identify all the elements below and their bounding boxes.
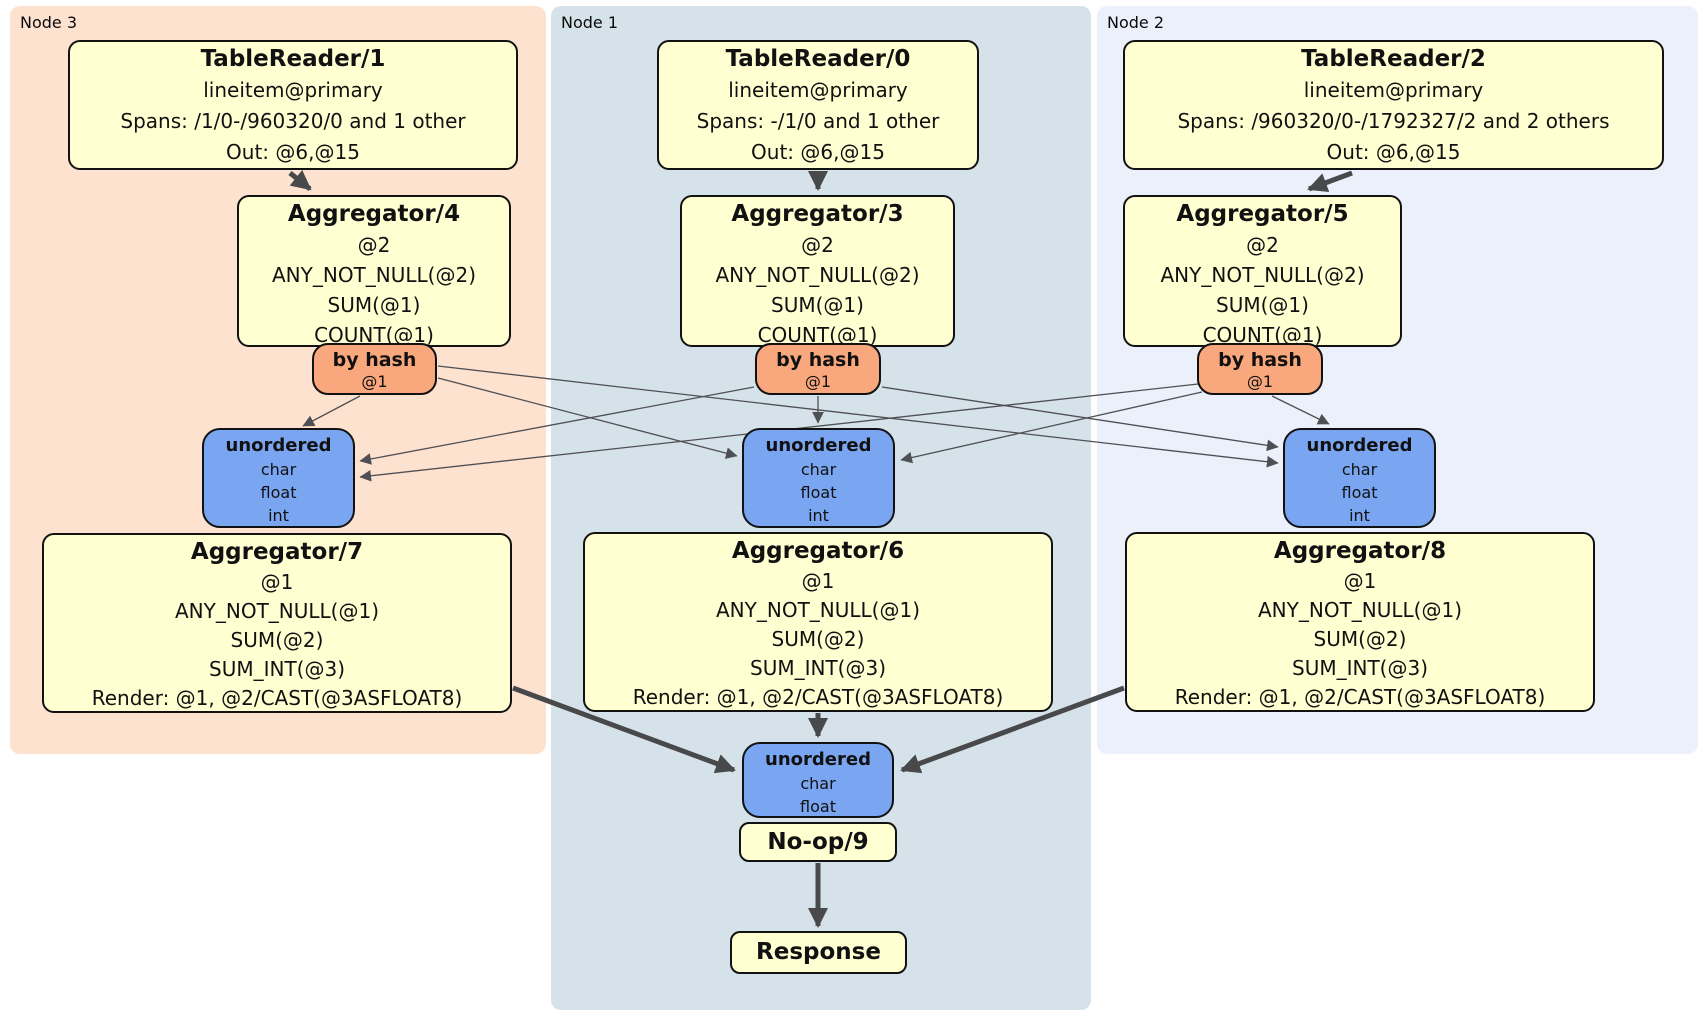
spans-label: Spans: /960320/0-/1792327/2 and 2 others xyxy=(1177,109,1610,133)
spans-label: Spans: /1/0-/960320/0 and 1 other xyxy=(120,109,466,133)
router-title: by hash xyxy=(332,349,417,371)
router-by-hash-node2: by hash @1 xyxy=(1197,343,1323,395)
edge-router1-sync3 xyxy=(359,386,755,465)
processor-title: Aggregator/6 xyxy=(731,538,905,564)
processor-aggregator-6: Aggregator/6 @1 ANY_NOT_NULL(@1) SUM(@2)… xyxy=(583,532,1053,712)
edge-router2-sync1 xyxy=(900,391,1203,464)
agg-fn: SUM(@1) xyxy=(327,293,421,317)
agg-fn: SUM_INT(@3) xyxy=(750,656,886,680)
sync-title: unordered xyxy=(765,435,872,456)
agg-fn: ANY_NOT_NULL(@2) xyxy=(715,263,920,287)
processor-tablereader-2: TableReader/2 lineitem@primary Spans: /9… xyxy=(1123,40,1664,170)
processor-title: Aggregator/7 xyxy=(190,539,364,565)
processor-title: No-op/9 xyxy=(767,829,869,855)
edge-aggregator8-final-sync xyxy=(900,685,1125,774)
processor-aggregator-4: Aggregator/4 @2 ANY_NOT_NULL(@2) SUM(@1)… xyxy=(237,195,511,347)
agg-fn: ANY_NOT_NULL(@1) xyxy=(175,599,379,623)
sync-column: char xyxy=(800,774,836,793)
processor-title: Response xyxy=(756,939,881,965)
edge-router3-sync2 xyxy=(437,365,1279,468)
processor-title: TableReader/2 xyxy=(1301,46,1486,72)
processor-title: Aggregator/3 xyxy=(731,201,904,227)
sync-column: int xyxy=(808,506,829,525)
edge-router3-sync1 xyxy=(437,377,738,459)
router-by-hash-node3: by hash @1 xyxy=(312,343,437,395)
sync-column: float xyxy=(800,797,836,816)
agg-fn: SUM(@1) xyxy=(1216,293,1309,317)
sync-column: char xyxy=(260,460,297,479)
sync-column: char xyxy=(1341,460,1378,479)
edge-router1-sync2 xyxy=(881,386,1279,452)
group-label: @2 xyxy=(357,233,391,257)
processor-aggregator-5: Aggregator/5 @2 ANY_NOT_NULL(@2) SUM(@1)… xyxy=(1123,195,1402,347)
sync-unordered-node2: unordered char float int xyxy=(1283,428,1436,528)
sync-title: unordered xyxy=(1306,435,1413,456)
processor-aggregator-8: Aggregator/8 @1 ANY_NOT_NULL(@1) SUM(@2)… xyxy=(1125,532,1595,712)
sync-column: float xyxy=(260,483,297,502)
processor-aggregator-7: Aggregator/7 @1 ANY_NOT_NULL(@1) SUM(@2)… xyxy=(42,533,512,713)
sync-unordered-node3: unordered char float int xyxy=(202,428,355,528)
processor-title: TableReader/0 xyxy=(725,46,911,72)
router-by-hash-node1: by hash @1 xyxy=(755,343,881,395)
processor-noop-9: No-op/9 xyxy=(739,822,897,862)
index-label: lineitem@primary xyxy=(1303,78,1484,102)
sync-column: float xyxy=(1341,483,1378,502)
agg-fn: SUM(@1) xyxy=(771,293,864,317)
node-group-1-label: Node 1 xyxy=(561,13,619,32)
agg-fn: ANY_NOT_NULL(@1) xyxy=(1258,598,1462,622)
group-label: @1 xyxy=(801,569,835,593)
processor-title: Aggregator/8 xyxy=(1273,538,1447,564)
sync-column: int xyxy=(1349,506,1370,525)
processor-title: Aggregator/5 xyxy=(1176,201,1349,227)
edge-tablereader2-aggregator5 xyxy=(1307,170,1353,193)
group-label: @2 xyxy=(801,233,834,257)
render-label: Render: @1, @2/CAST(@3ASFLOAT8) xyxy=(1174,685,1546,709)
router-title: by hash xyxy=(776,349,860,371)
spans-label: Spans: -/1/0 and 1 other xyxy=(696,109,940,133)
sync-column: char xyxy=(800,460,837,479)
index-label: lineitem@primary xyxy=(203,78,383,102)
sync-title: unordered xyxy=(765,749,871,770)
render-label: Render: @1, @2/CAST(@3ASFLOAT8) xyxy=(632,685,1004,709)
agg-fn: SUM(@2) xyxy=(771,627,865,651)
agg-fn: SUM_INT(@3) xyxy=(1292,656,1428,680)
node-group-2-label: Node 2 xyxy=(1107,13,1165,32)
group-label: @1 xyxy=(260,570,294,594)
router-title: by hash xyxy=(1218,349,1302,371)
agg-fn: SUM_INT(@3) xyxy=(209,657,345,681)
out-label: Out: @6,@15 xyxy=(1326,140,1461,164)
render-label: Render: @1, @2/CAST(@3ASFLOAT8) xyxy=(91,686,463,710)
agg-fn: SUM(@2) xyxy=(230,628,324,652)
router-key: @1 xyxy=(361,372,388,391)
edge-tablereader1-aggregator4 xyxy=(288,169,312,191)
sync-title: unordered xyxy=(225,435,332,456)
processor-title: Aggregator/4 xyxy=(287,201,461,227)
agg-fn: SUM(@2) xyxy=(1313,627,1407,651)
agg-fn: ANY_NOT_NULL(@2) xyxy=(272,263,476,287)
agg-fn: ANY_NOT_NULL(@2) xyxy=(1160,263,1365,287)
processor-aggregator-3: Aggregator/3 @2 ANY_NOT_NULL(@2) SUM(@1)… xyxy=(680,195,955,347)
processor-response: Response xyxy=(730,931,907,974)
index-label: lineitem@primary xyxy=(728,78,908,102)
edge-router3-sync3 xyxy=(302,395,361,427)
out-label: Out: @6,@15 xyxy=(751,140,885,164)
group-label: @2 xyxy=(1246,233,1279,257)
processor-tablereader-0: TableReader/0 lineitem@primary Spans: -/… xyxy=(657,40,979,170)
router-key: @1 xyxy=(1246,372,1274,391)
router-key: @1 xyxy=(804,372,832,391)
processor-title: TableReader/1 xyxy=(200,46,386,72)
sync-column: int xyxy=(268,506,289,525)
processor-tablereader-1: TableReader/1 lineitem@primary Spans: /1… xyxy=(68,40,518,170)
edge-router2-sync2 xyxy=(1271,395,1330,425)
sync-unordered-final: unordered char float xyxy=(742,742,894,818)
edge-aggregator7-final-sync xyxy=(512,685,736,774)
node-group-3-label: Node 3 xyxy=(20,13,78,32)
out-label: Out: @6,@15 xyxy=(226,140,360,164)
agg-fn: ANY_NOT_NULL(@1) xyxy=(716,598,920,622)
group-label: @1 xyxy=(1343,569,1377,593)
sync-unordered-node1: unordered char float int xyxy=(742,428,895,528)
sync-column: float xyxy=(800,483,837,502)
